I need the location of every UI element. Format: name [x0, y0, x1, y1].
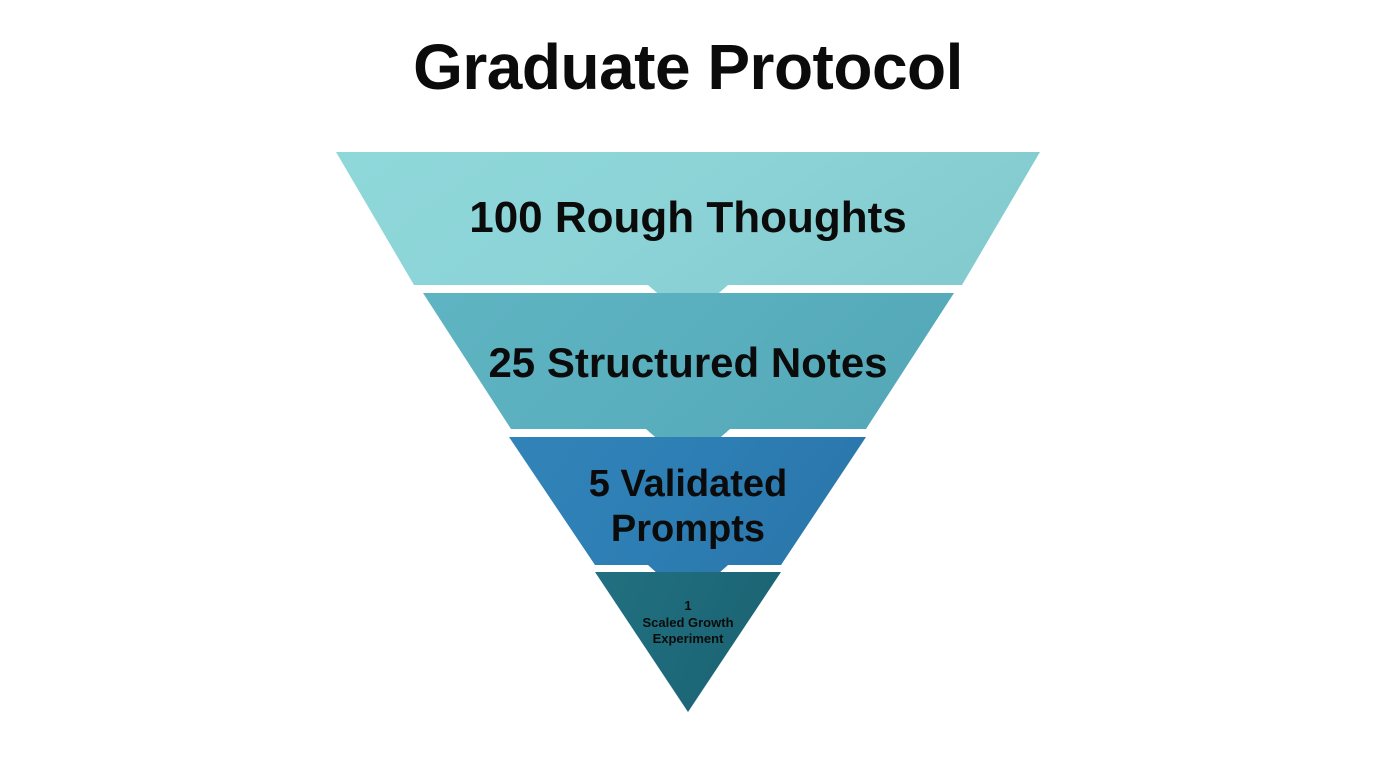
funnel-stage-3-shape[interactable]	[509, 437, 866, 601]
funnel-stage-2-shape[interactable]	[423, 293, 954, 466]
funnel-stage-4-shape[interactable]	[595, 572, 781, 712]
funnel-stage-1-shape[interactable]	[336, 152, 1040, 320]
page-title: Graduate Protocol	[413, 31, 963, 103]
